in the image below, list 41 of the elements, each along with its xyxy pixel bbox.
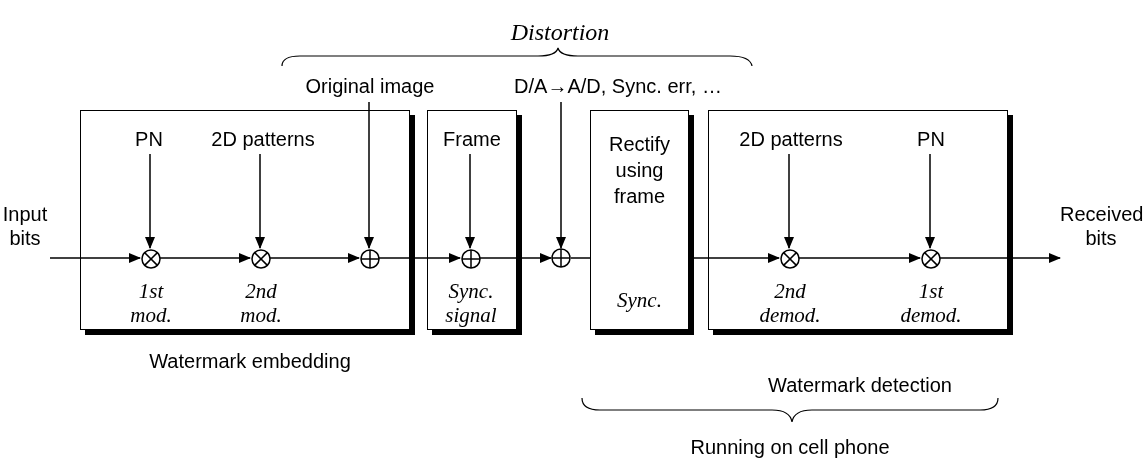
multiplier-symbol [921,249,941,269]
group-label: Watermark detection [767,373,953,398]
arrow [269,253,360,263]
signal-label: Received bits [1060,202,1142,266]
multiplier-symbol [780,249,800,269]
multiplier-symbol [141,249,161,269]
operation-label: 1st demod. [899,279,963,327]
arrow [378,253,461,263]
arrow [465,153,475,249]
box-subtitle: Sync. [616,287,663,314]
arrow [556,101,566,249]
multiplier-symbol [251,249,271,269]
arrow [784,153,794,249]
adder-symbol [461,249,481,269]
signal-label: D/A→A/D, Sync. err, … [482,72,754,100]
signal-label: PN [906,125,956,153]
arrow [479,253,552,263]
group-label: Watermark embedding [148,349,352,374]
operation-label: 2nd mod. [239,279,283,327]
operation-label: Sync. signal [444,279,498,327]
box-title: Rectify using frame [607,132,672,209]
brace-label: Distortion [509,18,611,47]
operation-label: 1st mod. [129,279,173,327]
brace-label: Running on cell phone [689,435,891,460]
arrow [364,101,374,249]
arrow [49,253,141,263]
arrow [159,253,251,263]
signal-label: 2D patterns [201,125,325,153]
adder-symbol [360,249,380,269]
arrow [939,253,1061,263]
signal-label: Input bits [0,202,50,266]
signal-label: 2D patterns [729,125,853,153]
arrow [925,153,935,249]
signal-label: PN [129,125,169,153]
adder-symbol [551,248,571,268]
arrow [255,153,265,249]
signal-label: Original image [290,72,450,100]
operation-label: 2nd demod. [758,279,822,327]
signal-label: Frame [437,125,507,153]
arrow [798,253,921,263]
arrow [145,153,155,249]
